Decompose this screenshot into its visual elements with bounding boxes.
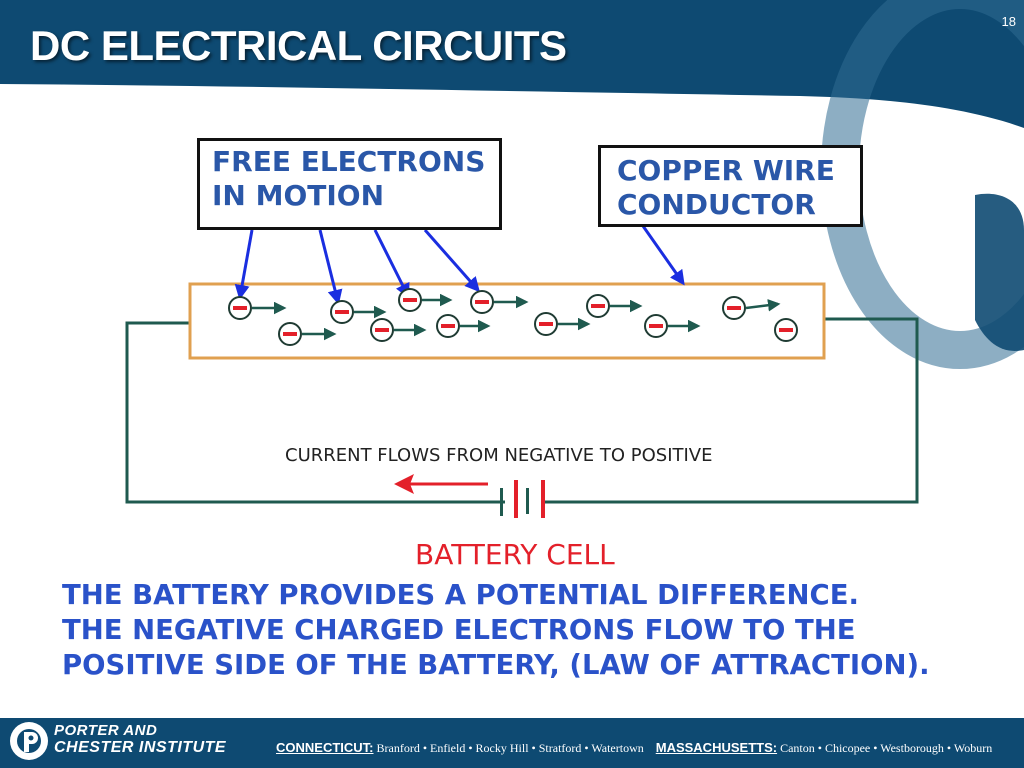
- massachusetts-label: MASSACHUSETTS:: [655, 740, 778, 755]
- current-flow-label: CURRENT FLOWS FROM NEGATIVE TO POSITIVE: [285, 445, 713, 466]
- electron-3: [330, 300, 387, 324]
- circuit-wire-right: [545, 317, 919, 504]
- electron-8: [534, 312, 591, 336]
- electron-12: [774, 318, 798, 342]
- pointer-arrow-2: [318, 229, 343, 305]
- right-decor-shape: [975, 193, 1024, 351]
- current-direction-arrow: [394, 474, 488, 494]
- institute-name: PORTER AND CHESTER INSTITUTE: [54, 722, 226, 756]
- slide-number: 18: [1001, 14, 1016, 29]
- pointer-arrow-conductor: [641, 225, 685, 286]
- footer-band: [0, 718, 1024, 768]
- pointer-arrow-1: [234, 229, 254, 300]
- institute-name-line-1: PORTER AND: [54, 722, 158, 739]
- electron-6: [436, 314, 491, 338]
- description-line-3: POSITIVE SIDE OF THE BATTERY, (LAW OF AT…: [62, 649, 930, 681]
- pointer-arrow-3: [373, 229, 410, 299]
- description-line-1: THE BATTERY PROVIDES A POTENTIAL DIFFERE…: [62, 579, 859, 611]
- electron-2: [278, 322, 337, 346]
- electron-9: [586, 294, 643, 318]
- label-box-copper-wire: COPPER WIRE CONDUCTOR: [598, 145, 863, 227]
- circuit-wire-left: [125, 321, 505, 504]
- copper-wire-label: COPPER WIRE CONDUCTOR: [617, 154, 835, 221]
- description-line-2: THE NEGATIVE CHARGED ELECTRONS FLOW TO T…: [62, 614, 856, 646]
- battery-cell-symbol: [500, 480, 545, 518]
- campus-locations: CONNECTICUT: Branford • Enfield • Rocky …: [276, 740, 992, 756]
- description-text: THE BATTERY PROVIDES A POTENTIAL DIFFERE…: [62, 578, 930, 683]
- massachusetts-towns: Canton • Chicopee • Westborough • Woburn: [780, 741, 993, 755]
- header-band: [0, 0, 1024, 128]
- label-box-free-electrons: FREE ELECTRONS IN MOTION: [197, 138, 502, 230]
- electron-7: [470, 290, 529, 314]
- connecticut-label: CONNECTICUT:: [276, 740, 374, 755]
- electron-5: [398, 288, 453, 312]
- pointer-arrow-4: [423, 229, 480, 293]
- connecticut-towns: Branford • Enfield • Rocky Hill • Stratf…: [376, 741, 644, 755]
- institute-logo-icon: [10, 722, 48, 760]
- electron-11: [722, 296, 781, 320]
- battery-cell-label: BATTERY CELL: [415, 538, 615, 571]
- institute-name-line-2: CHESTER INSTITUTE: [54, 739, 227, 756]
- electron-4: [370, 318, 427, 342]
- slide-title: DC ELECTRICAL CIRCUITS: [30, 22, 567, 69]
- electron-10: [644, 314, 701, 338]
- copper-conductor: [188, 282, 826, 360]
- free-electrons-label: FREE ELECTRONS IN MOTION: [212, 145, 486, 212]
- electron-1: [228, 296, 287, 320]
